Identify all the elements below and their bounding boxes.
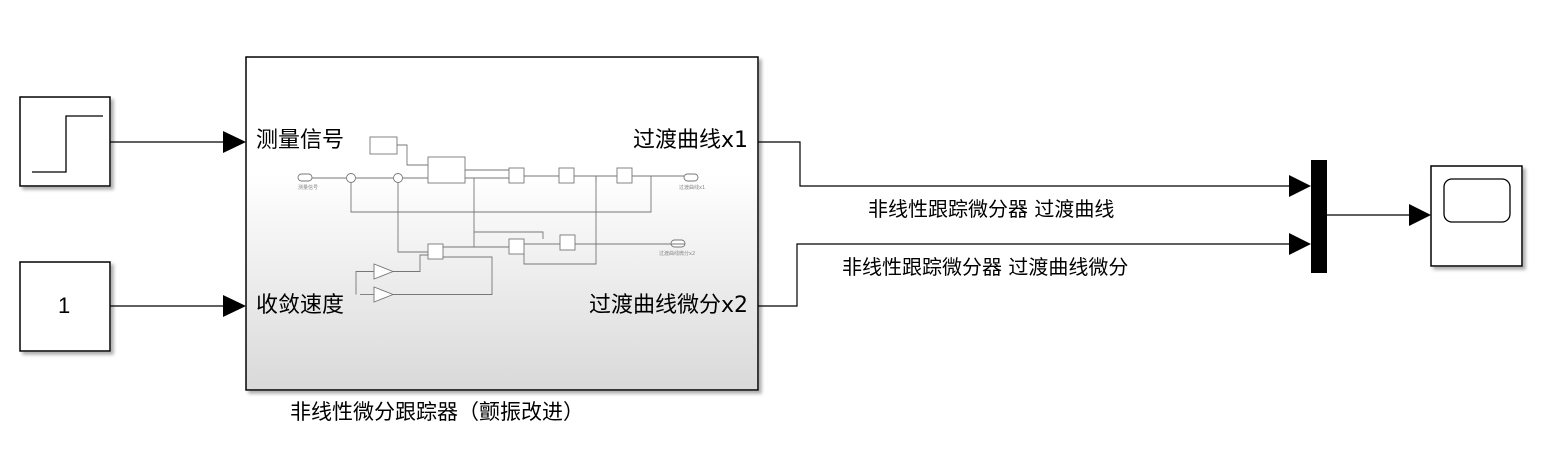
signal-line-x1[interactable] — [758, 141, 1290, 187]
arrowhead-x1 — [1289, 175, 1311, 197]
subsystem-preview — [297, 136, 699, 303]
subsystem-preview-text: 测量信号 过渡曲线x1 过渡曲线微分x2 — [298, 184, 705, 257]
mux-block[interactable] — [1311, 160, 1327, 273]
signal-line-x2[interactable] — [758, 243, 1290, 307]
constant-block[interactable] — [19, 261, 111, 352]
subsystem-block[interactable] — [245, 56, 759, 391]
signal-label-x2[interactable]: 非线性跟踪微分器 过渡曲线微分 — [842, 255, 1129, 279]
signal-label-x1[interactable]: 非线性跟踪微分器 过渡曲线 — [868, 197, 1115, 221]
svg-text:过渡曲线x1: 过渡曲线x1 — [679, 184, 705, 191]
inport-label-1: 测量信号 — [256, 128, 345, 153]
step-icon — [32, 115, 103, 173]
inport-label-2: 收敛速度 — [256, 293, 345, 318]
scope-block[interactable] — [1430, 165, 1523, 267]
outport-label-1: 过渡曲线x1 — [632, 128, 748, 153]
constant-value: 1 — [58, 293, 71, 318]
step-block[interactable] — [19, 96, 111, 187]
svg-text:测量信号: 测量信号 — [298, 184, 318, 191]
arrowhead-step — [223, 131, 246, 153]
subsystem-name[interactable]: 非线性微分跟踪器（颤振改进） — [290, 400, 584, 424]
arrowhead-x2 — [1289, 233, 1311, 255]
outport-label-2: 过渡曲线微分x2 — [588, 293, 748, 318]
scope-icon — [1443, 178, 1511, 223]
arrowhead-scope — [1409, 204, 1431, 226]
arrowhead-constant — [223, 295, 246, 317]
svg-text:过渡曲线微分x2: 过渡曲线微分x2 — [659, 250, 695, 257]
